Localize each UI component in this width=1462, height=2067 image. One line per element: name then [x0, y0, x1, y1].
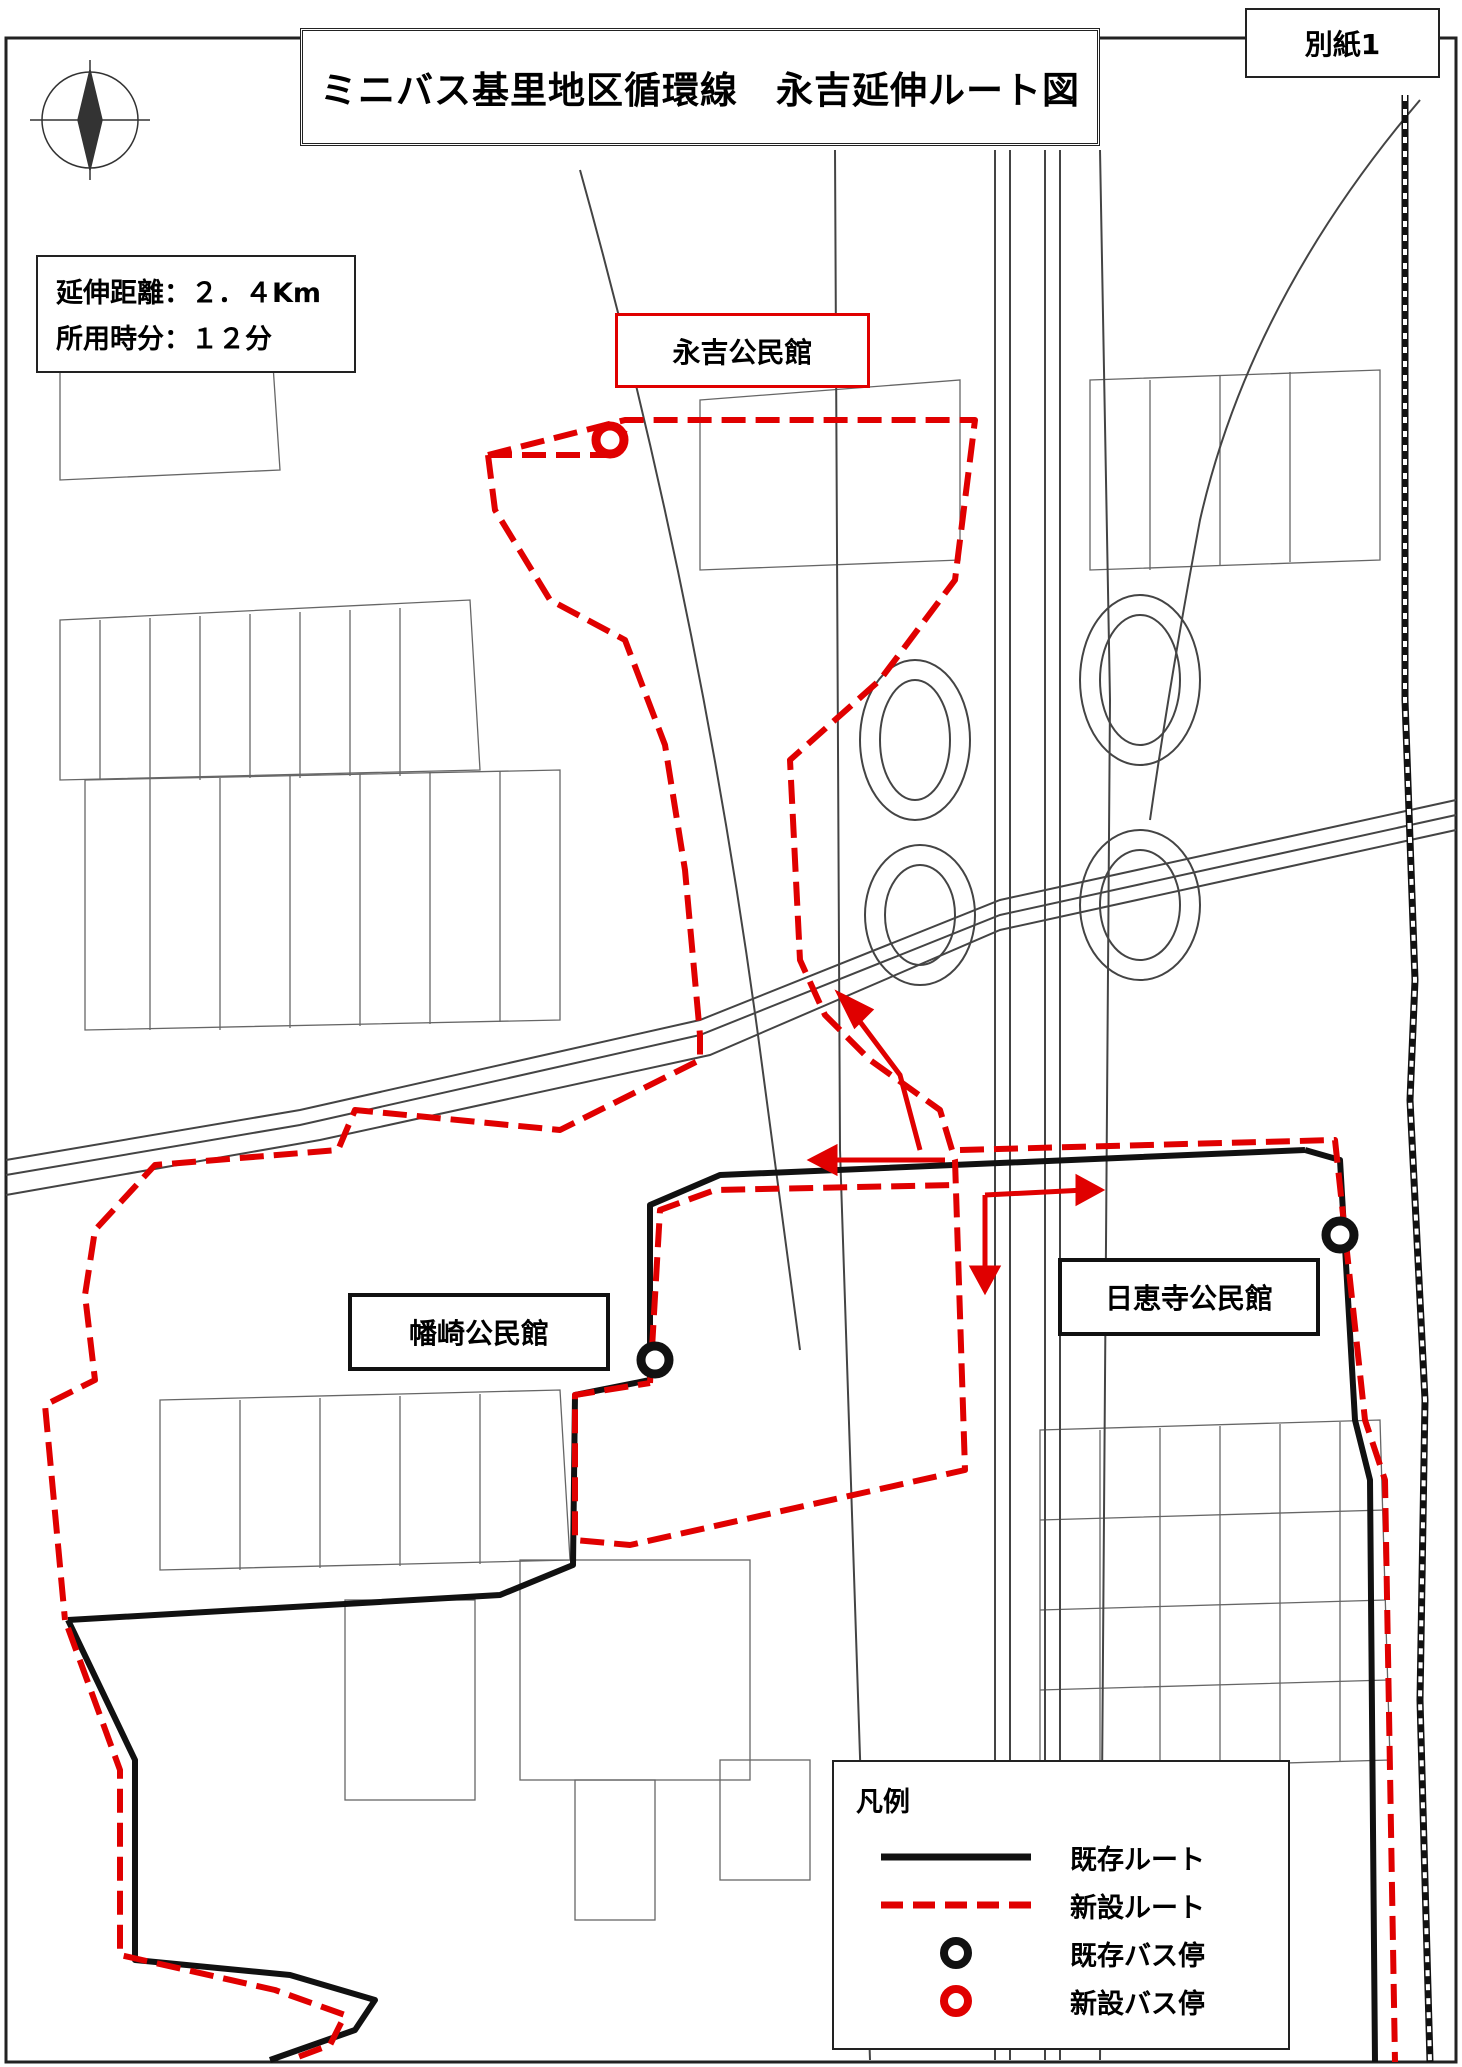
- legend-label: 新設ルート: [1070, 1892, 1205, 1924]
- interchange-loops: [579, 99, 1421, 1351]
- hieji-community-hall-label: 日恵寺公民館: [1058, 1258, 1320, 1336]
- hatazaki-community-hall-label: 幡崎公民館: [348, 1293, 610, 1371]
- travel-time: 所用時分：１２分: [56, 324, 272, 355]
- north-arrow-icon: [30, 60, 150, 180]
- legend-title: 凡例: [856, 1787, 910, 1818]
- dashed-red-line-icon: [876, 1885, 1036, 1925]
- new-bus-stop-eikichi: [591, 421, 629, 459]
- city-boundary-line: [1401, 95, 1434, 2063]
- legend: 凡例 既存ルート 新設ルート 既存バス停 新設バス停: [832, 1760, 1290, 2050]
- attachment-label: 別紙1: [1245, 8, 1440, 78]
- black-ring-icon: [876, 1933, 1036, 1973]
- legend-item-existing-stop: 既存バス停: [856, 1929, 1266, 1977]
- legend-label: 既存ルート: [1070, 1844, 1205, 1876]
- extension-distance: 延伸距離：２．４Km: [56, 278, 322, 309]
- base-map-parcels: [59, 319, 1391, 1921]
- legend-item-new-stop: 新設バス停: [856, 1977, 1266, 2025]
- solid-black-line-icon: [876, 1837, 1036, 1877]
- legend-label: 新設バス停: [1070, 1988, 1205, 2020]
- bus-stops: [591, 421, 1359, 1379]
- route-info-box: 延伸距離：２．４Km 所用時分：１２分: [36, 255, 356, 373]
- expressway: [834, 149, 1112, 2061]
- existing-bus-stop-hieji: [1321, 1216, 1359, 1254]
- legend-label: 既存バス停: [1070, 1940, 1205, 1972]
- map-title: ミニバス基里地区循環線 永吉延伸ルート図: [300, 28, 1100, 146]
- red-ring-icon: [876, 1981, 1036, 2021]
- eikichi-community-hall-label: 永吉公民館: [615, 313, 870, 388]
- direction-arrows: [806, 989, 1106, 1296]
- legend-item-new-route: 新設ルート: [856, 1881, 1266, 1929]
- existing-bus-stop-hatazaki: [636, 1341, 674, 1379]
- legend-item-existing-route: 既存ルート: [856, 1833, 1266, 1881]
